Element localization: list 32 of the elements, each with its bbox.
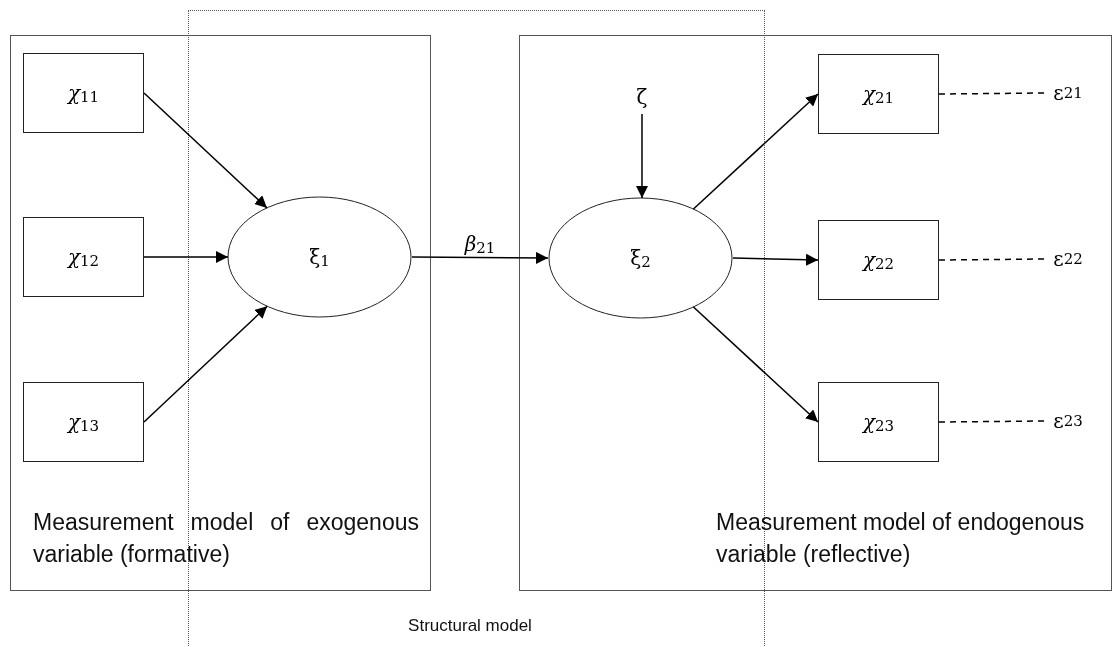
arrow [143,305,268,423]
variable-label: ξ$_{1}$ [309,245,330,269]
indicator-box [23,217,144,297]
arrow [411,251,549,264]
indicator-box [23,382,144,462]
dashed-connector [938,92,1047,95]
variable-label: χ$_{12}$ [67,245,100,269]
model-panel [519,35,1112,591]
dashed-connector [938,258,1047,261]
variable-label: χ$_{23}$ [862,410,895,434]
panel-caption: Measurement model of exogenous variable (formative) [33,508,419,569]
dashed-connector [938,420,1047,423]
indicator-box [818,54,939,134]
variable-label: χ$_{11}$ [67,81,100,105]
variable-label: ξ$_{2}$ [630,246,651,270]
arrow [143,92,268,209]
indicator-box [23,53,144,133]
arrow [636,113,648,199]
arrow [732,253,819,266]
arrow [692,93,819,210]
indicator-box [818,382,939,462]
indicator-box [818,220,939,300]
section-label: Structural model [408,616,532,636]
model-panel [10,35,431,591]
edge-label: β$_{21}$ [463,232,497,256]
arrow [143,251,229,263]
arrow [692,306,819,423]
variable-label: χ$_{21}$ [862,82,895,106]
panel-caption: Measurement model of endogenous variable (reflective) [716,508,1086,569]
variable-label: χ$_{22}$ [862,248,895,272]
error-term-label: ζ [631,80,653,114]
variable-label: χ$_{13}$ [67,410,100,434]
